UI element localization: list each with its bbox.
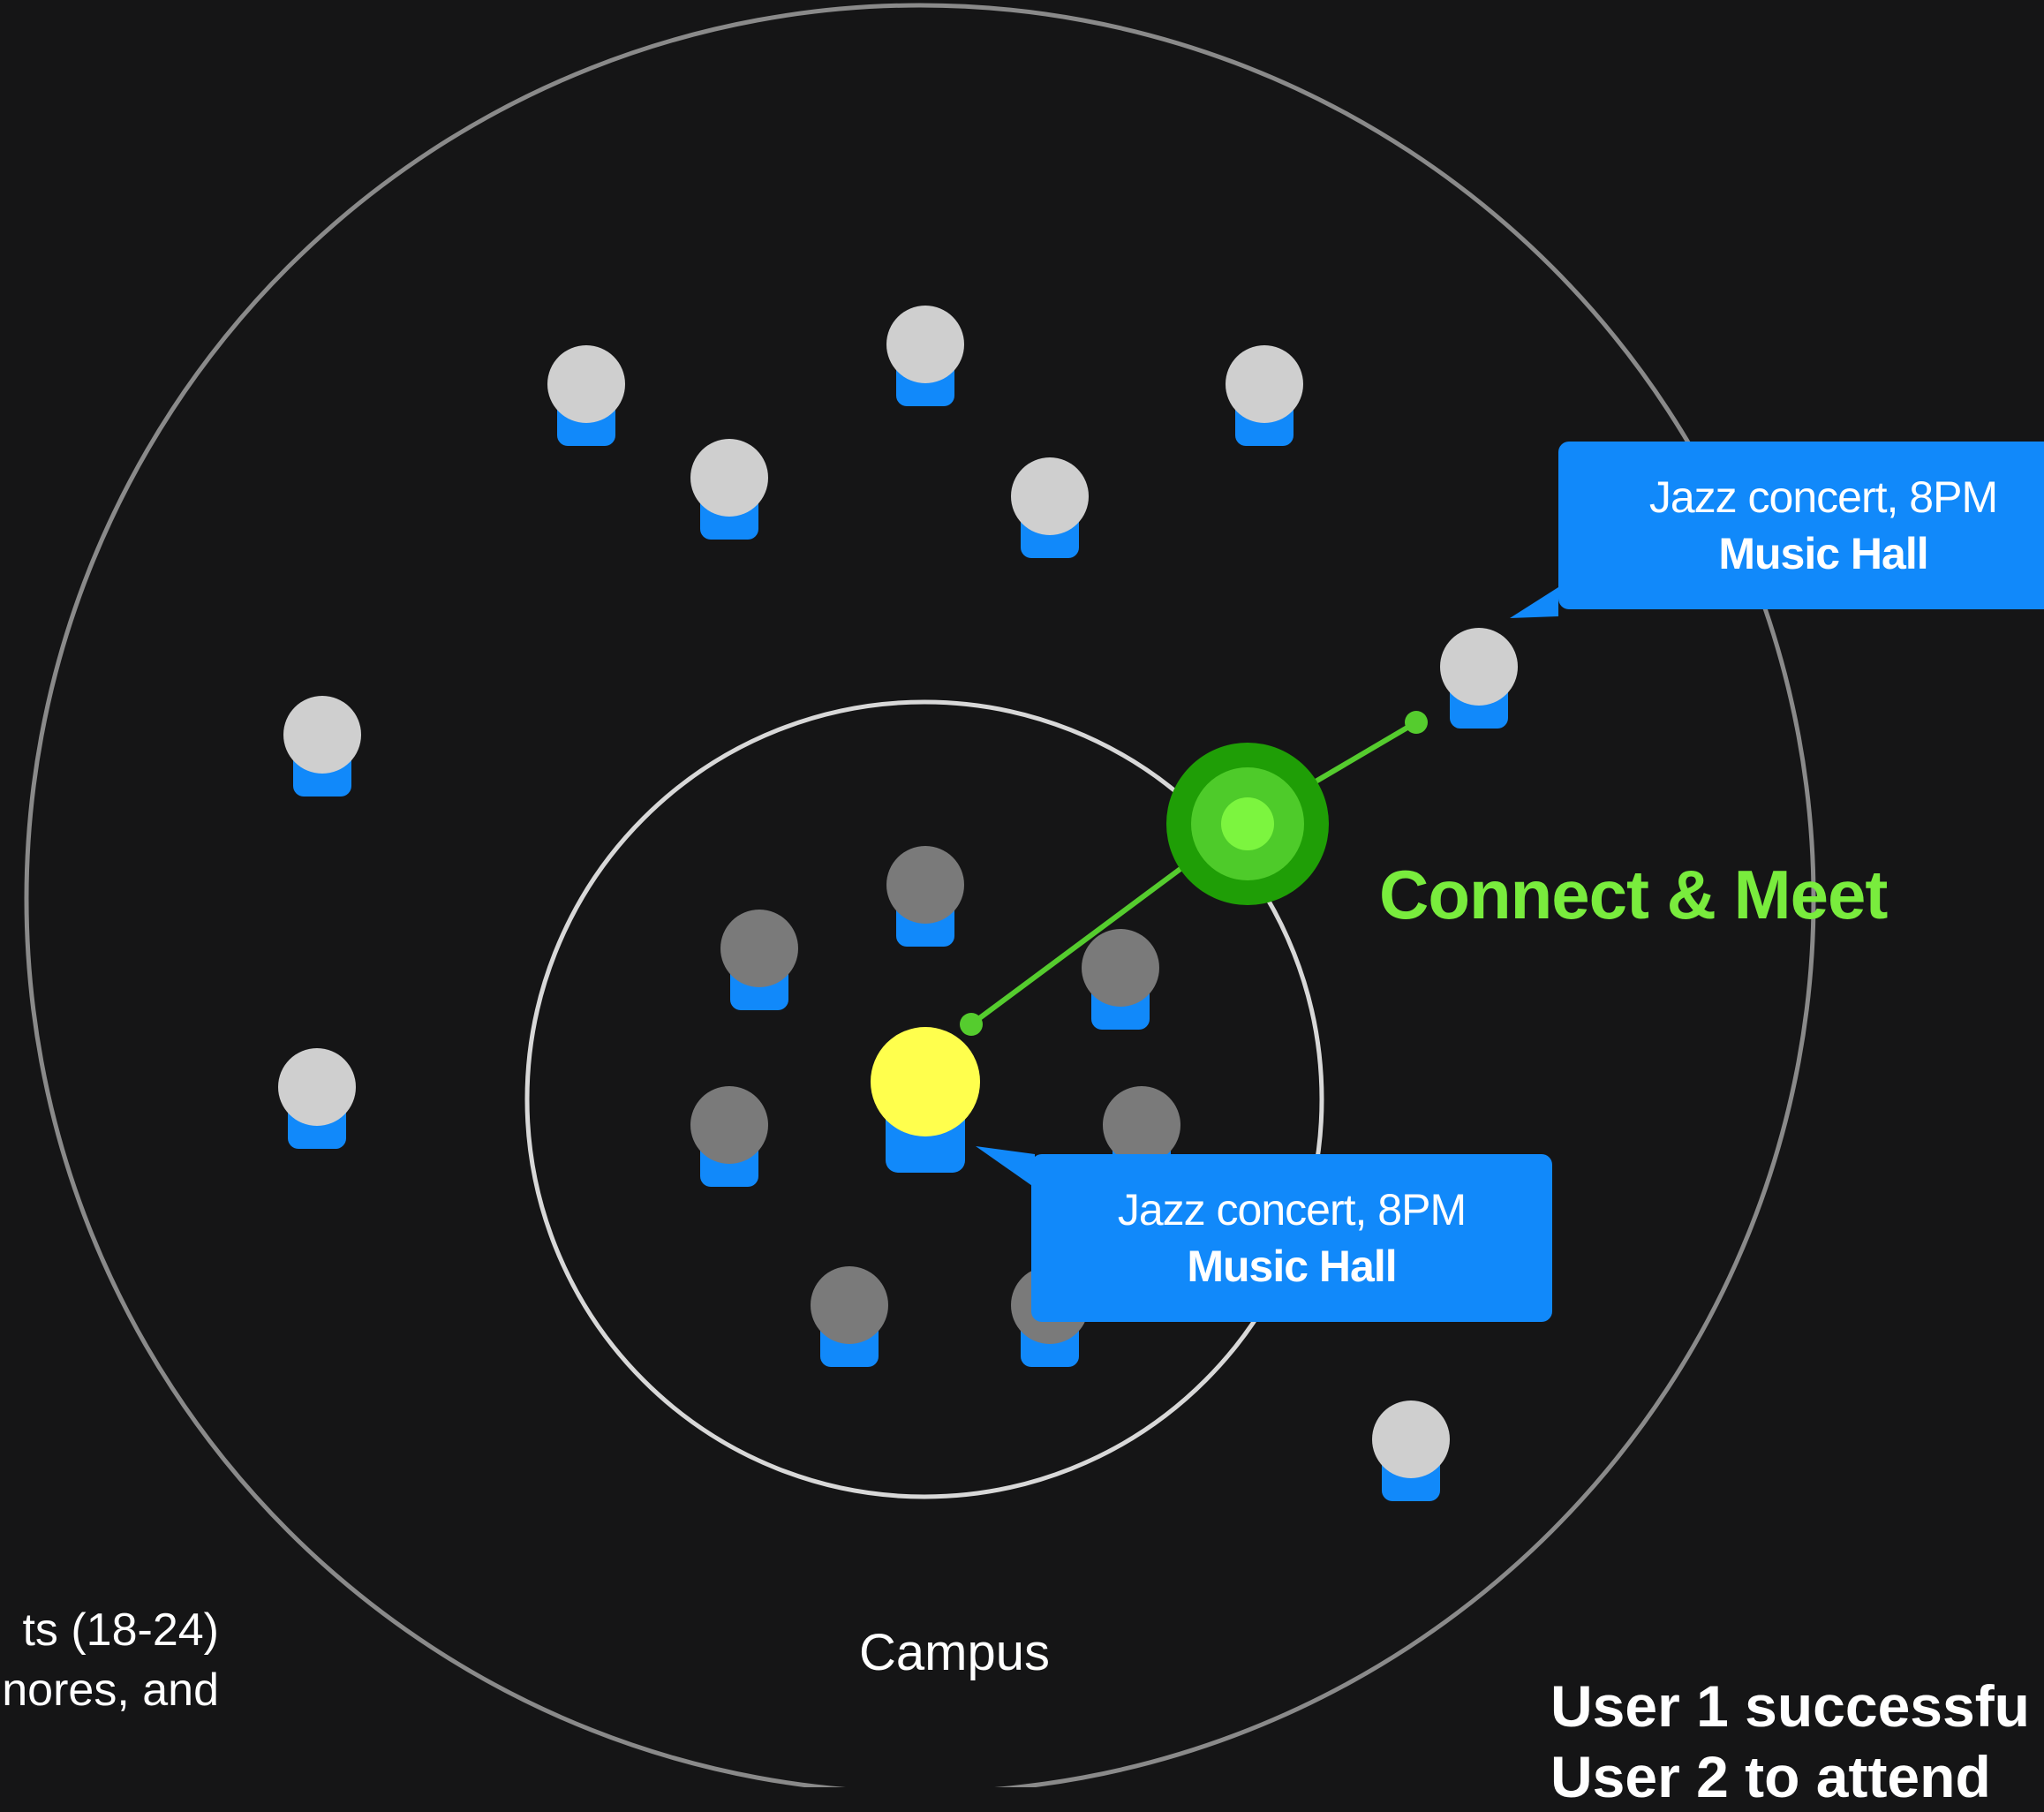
inner-ring <box>524 699 1324 1499</box>
connection-endpoint-user2 <box>1405 711 1428 734</box>
person-inner[interactable] <box>811 1266 888 1367</box>
person-outer[interactable] <box>278 1048 356 1149</box>
audience-description: ts (18-24) nores, and <box>0 1600 219 1720</box>
person-inner[interactable] <box>886 846 964 947</box>
event-title: Jazz concert, 8PM <box>1117 1185 1467 1234</box>
person-outer[interactable] <box>886 306 964 406</box>
person-outer[interactable] <box>1011 457 1089 558</box>
event-bubble-bottom[interactable]: Jazz concert, 8PM Music Hall <box>1031 1154 1552 1322</box>
person-outer[interactable] <box>1440 628 1518 729</box>
person-outer[interactable] <box>1226 345 1303 446</box>
outer-ring <box>24 3 1816 1787</box>
person-outer[interactable] <box>690 439 768 540</box>
event-title: Jazz concert, 8PM <box>1648 472 1998 522</box>
person-inner[interactable] <box>690 1086 768 1187</box>
audience-line-1: ts (18-24) <box>22 1604 219 1656</box>
caption-line-1: User 1 successfu <box>1550 1673 2030 1739</box>
person-outer[interactable] <box>547 345 625 446</box>
connection-line-user1 <box>969 861 1189 1027</box>
connect-meet-label: Connect & Meet <box>1379 856 1888 933</box>
caption-line-2: User 2 to attend <box>1550 1744 1991 1809</box>
person-inner[interactable] <box>720 910 798 1010</box>
event-bubble-top[interactable]: Jazz concert, 8PM Music Hall <box>1558 442 2044 609</box>
event-venue: Music Hall <box>1187 1242 1397 1291</box>
person-outer[interactable] <box>1372 1401 1450 1501</box>
connection-endpoint-user1 <box>960 1013 983 1036</box>
person-outer[interactable] <box>283 696 361 797</box>
connection-line-user2 <box>1309 720 1418 787</box>
bubble-top-pointer <box>1510 587 1558 618</box>
bubble-bottom-pointer <box>976 1146 1035 1188</box>
person-inner[interactable] <box>1082 929 1159 1030</box>
campus-label: Campus <box>859 1624 1050 1681</box>
caption-text: User 1 successfu User 2 to attend <box>1550 1671 2030 1812</box>
connection-lines <box>960 711 1428 1036</box>
audience-line-2: nores, and <box>2 1665 219 1716</box>
connect-node[interactable] <box>1166 743 1329 905</box>
event-venue: Music Hall <box>1718 529 1928 578</box>
highlight-user[interactable] <box>871 1027 980 1173</box>
